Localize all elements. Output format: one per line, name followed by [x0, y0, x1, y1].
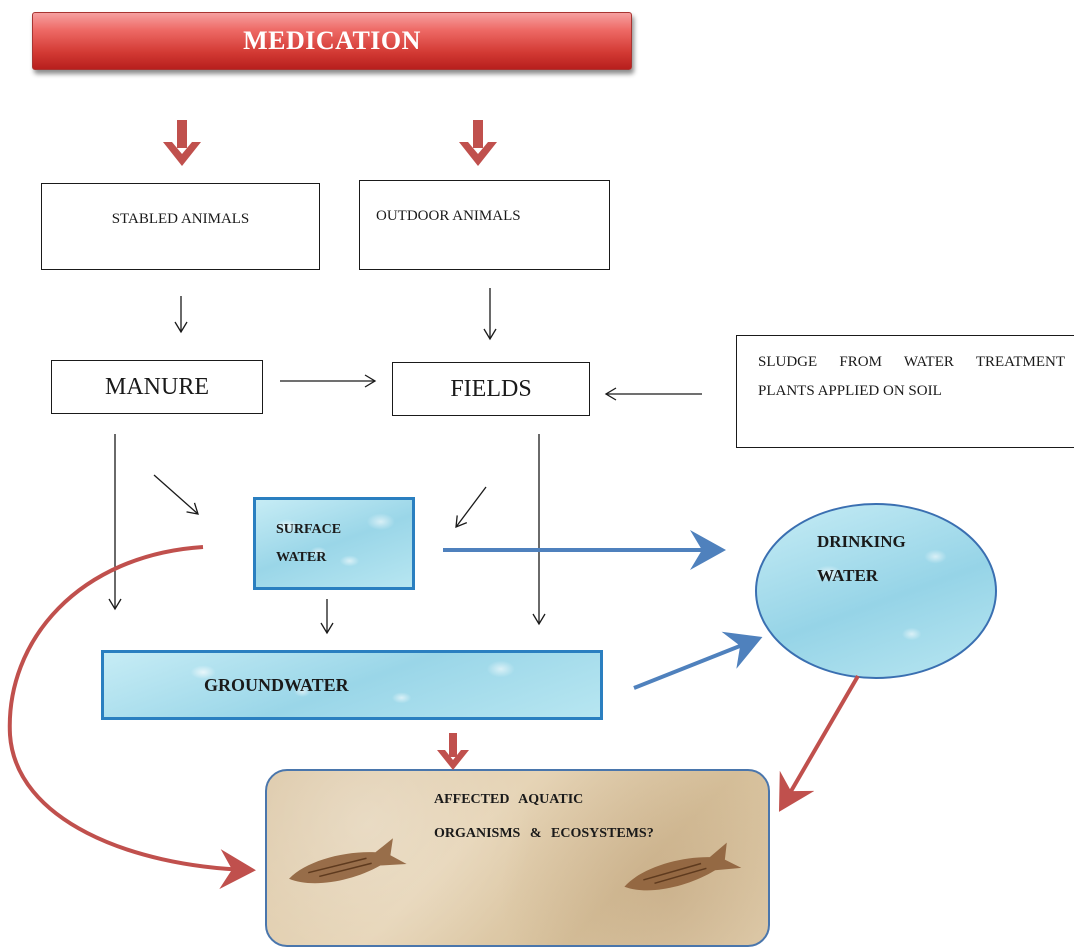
- arrow-fields-to-surface: [455, 486, 487, 529]
- fossil-fish-icons: [289, 838, 742, 891]
- manure-box: MANURE: [51, 360, 263, 414]
- stabled-animals-label: STABLED ANIMALS: [111, 211, 250, 227]
- medication-banner: MEDICATION: [32, 12, 632, 70]
- sludge-label: SLUDGE FROM WATER TREATMENT PLANTS APPLI…: [758, 354, 1065, 399]
- arrow-surface-to-affected: [7, 545, 256, 890]
- affected-organisms-box: AFFECTED AQUATIC ORGANISMS & ECOSYSTEMS?: [265, 769, 770, 947]
- groundwater-box: GROUNDWATER: [101, 650, 603, 720]
- surface-water-label: SURFACE WATER: [276, 522, 342, 565]
- drinking-water-label: DRINKING WATER: [817, 532, 906, 585]
- stabled-animals-box: STABLED ANIMALS: [41, 183, 320, 270]
- sludge-box: SLUDGE FROM WATER TREATMENT PLANTS APPLI…: [736, 335, 1074, 448]
- medication-title: MEDICATION: [243, 26, 421, 55]
- fossil-fish-left-icon: [289, 838, 407, 884]
- outdoor-animals-box: OUTDOOR ANIMALS: [359, 180, 610, 270]
- red-arrow-to-outdoor: [459, 120, 497, 166]
- affected-label: AFFECTED AQUATIC ORGANISMS & ECOSYSTEMS?: [434, 792, 654, 841]
- outdoor-animals-label: OUTDOOR ANIMALS: [376, 208, 521, 224]
- fields-box: FIELDS: [392, 362, 590, 416]
- arrow-groundwater-to-drinking: [633, 631, 763, 690]
- surface-water-box: SURFACE WATER: [253, 497, 415, 590]
- arrow-drinking-to-affected: [778, 674, 860, 812]
- groundwater-label: GROUNDWATER: [204, 674, 349, 695]
- arrow-manure-to-surface: [153, 474, 199, 515]
- red-arrow-to-stabled: [163, 120, 201, 166]
- fossil-fish-right-icon: [624, 842, 742, 891]
- manure-label: MANURE: [104, 373, 209, 400]
- red-arrow-groundwater-to-affected: [437, 733, 469, 770]
- fields-label: FIELDS: [450, 375, 532, 402]
